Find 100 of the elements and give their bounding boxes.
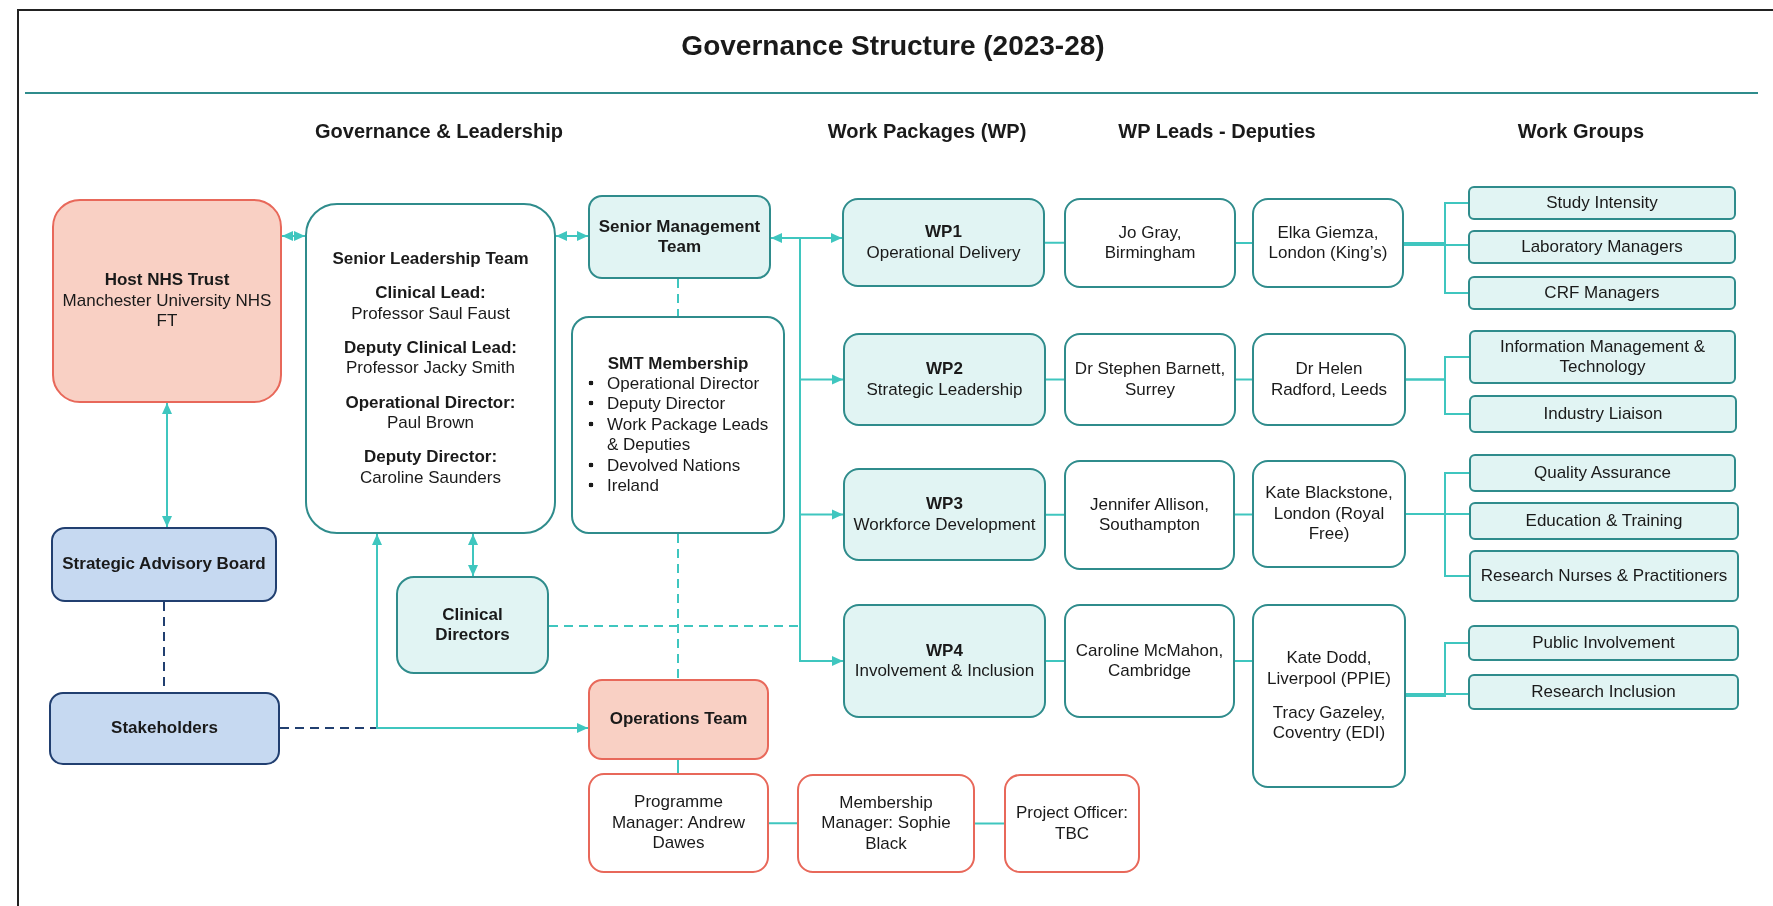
column-heading: WP Leads - Deputies <box>1118 120 1316 143</box>
box-text: Industry Liaison <box>1543 403 1663 425</box>
role-title: Deputy Director: <box>363 447 498 468</box>
box-heading: Host NHS Trust <box>104 270 230 291</box>
arrow <box>281 231 306 241</box>
process-box <box>1468 276 1736 310</box>
process-box <box>1252 460 1406 568</box>
arrow <box>372 533 589 733</box>
box-heading: Stakeholders <box>111 718 218 739</box>
person-name: Professor Saul Faust <box>351 303 510 324</box>
process-box <box>1064 198 1236 288</box>
connector-line <box>768 822 798 825</box>
box-heading: Clinical Directors <box>434 604 511 646</box>
person-name: Paul Brown <box>387 413 474 434</box>
process-box <box>305 203 556 534</box>
box-heading: WP4 <box>926 640 963 661</box>
box-text: Kate Blackstone, London (Royal Free) <box>1264 483 1394 545</box>
box-text: Jo Gray, Birmingham <box>1103 222 1197 264</box>
box-text: Dr Helen Radford, Leeds <box>1269 359 1389 400</box>
box-text: Project Officer: TBC <box>1014 803 1130 844</box>
role-title: Deputy Clinical Lead: <box>344 337 517 359</box>
connector-line <box>1045 660 1065 662</box>
box-text: Elka Giemza, London (King’s) <box>1267 222 1389 264</box>
box-text: Tracy Gazeley, Coventry (EDI) <box>1271 703 1387 744</box>
connector-line <box>677 533 679 680</box>
process-box <box>1469 454 1736 492</box>
connector-line <box>1235 242 1253 244</box>
process-box <box>1004 774 1140 873</box>
person-name: Caroline Saunders <box>360 467 501 489</box>
box-text: Information Management & Technology <box>1498 336 1707 378</box>
role-title: Operational Director: <box>345 392 516 414</box>
process-box <box>396 576 549 674</box>
process-box <box>571 316 785 534</box>
box-text: Jennifer Allison, Southampton <box>1088 494 1211 536</box>
process-box <box>1252 333 1406 426</box>
box-text: Operational Delivery <box>866 242 1021 263</box>
arrow <box>468 533 478 577</box>
box-heading: Strategic Advisory Board <box>62 554 266 575</box>
process-box <box>1468 625 1739 661</box>
box-text: Manchester University NHS FT <box>62 290 272 332</box>
process-box <box>588 773 769 873</box>
connector-line <box>1405 378 1470 415</box>
arrow <box>162 402 172 528</box>
box-text: Membership Manager: Sophie Black <box>820 792 952 855</box>
box-text: Education & Training <box>1525 510 1683 532</box>
box-heading: WP1 <box>925 222 962 243</box>
box-heading: Senior Management Team <box>598 216 761 258</box>
connector-line <box>1235 378 1253 381</box>
process-box <box>843 468 1046 561</box>
box-heading: Senior Leadership Team <box>332 248 529 270</box>
process-box <box>1064 333 1236 426</box>
box-heading: Operations Team <box>609 709 748 730</box>
box-heading: WP2 <box>926 359 963 380</box>
connector-line <box>677 278 679 317</box>
box-text: Kate Dodd, Liverpool (PPIE) <box>1266 648 1392 689</box>
process-box <box>843 333 1046 426</box>
box-text: Laboratory Managers <box>1521 236 1683 258</box>
process-box <box>52 199 282 403</box>
role-title: Clinical Lead: <box>375 283 486 304</box>
box-text: Public Involvement <box>1532 632 1675 654</box>
box-text: Research Inclusion <box>1531 681 1676 703</box>
box-text: Involvement & Inclusion <box>854 661 1035 682</box>
process-box <box>588 195 771 279</box>
box-text: Quality Assurance <box>1534 462 1671 484</box>
box-text: CRF Managers <box>1544 282 1660 304</box>
process-box <box>1468 230 1736 264</box>
process-box <box>1469 550 1739 602</box>
connector-line <box>974 822 1005 825</box>
connector-line <box>1405 513 1470 577</box>
box-text: Workforce Development <box>853 514 1036 535</box>
connector-line <box>1045 513 1065 516</box>
column-heading: Work Groups <box>1517 120 1645 143</box>
person-name: Professor Jacky Smith <box>345 358 516 379</box>
process-box <box>1252 604 1406 788</box>
process-box <box>1469 502 1739 540</box>
process-box <box>1064 460 1235 570</box>
process-box <box>842 198 1045 287</box>
process-box <box>1468 186 1736 220</box>
connector-line <box>1405 642 1469 697</box>
connector-line <box>1403 244 1469 246</box>
title: Governance Structure (2023-28) <box>681 30 1105 62</box>
process-box <box>797 774 975 873</box>
connector-line <box>1405 693 1469 695</box>
process-box <box>843 604 1046 718</box>
connector-line <box>1234 513 1253 516</box>
box-text: Programme Manager: Andrew Dawes <box>610 792 747 854</box>
connector-line <box>1234 660 1253 662</box>
column-heading: Work Packages (WP) <box>827 120 1027 143</box>
process-box <box>51 527 277 602</box>
column-heading: Governance & Leadership <box>315 120 563 143</box>
connector-line <box>1044 241 1065 244</box>
process-box <box>588 679 769 760</box>
box-text: Dr Stephen Barnett, Surrey <box>1074 359 1226 400</box>
box-heading: SMT Membership <box>607 353 749 374</box>
process-box <box>1469 395 1737 433</box>
process-box <box>1468 674 1739 710</box>
connector-line <box>677 759 679 774</box>
connector-line <box>1045 378 1065 381</box>
process-box <box>1252 198 1404 288</box>
arrow <box>555 231 589 241</box>
